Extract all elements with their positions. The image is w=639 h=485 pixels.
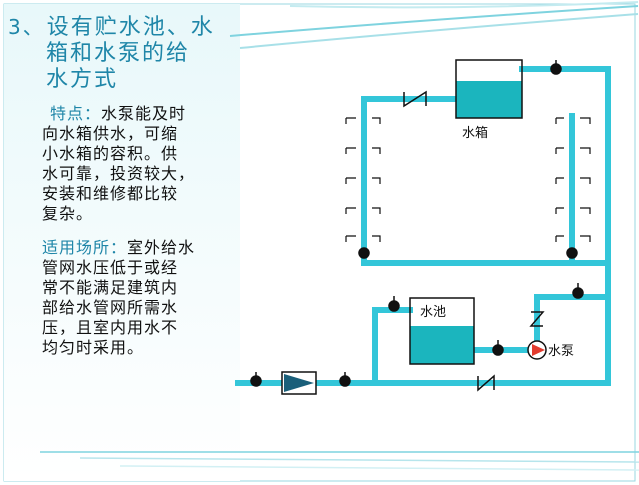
- scope-label: 适用场所：: [42, 238, 128, 257]
- features-label: 特点：: [50, 104, 102, 123]
- pump-label: 水泵: [548, 344, 574, 359]
- valve-pool-inlet-icon: [388, 296, 400, 312]
- title-number: 3、: [8, 15, 45, 39]
- faucet-icon: [345, 177, 381, 184]
- faucet-icon: [555, 207, 591, 214]
- check-valve-bypass-icon: [477, 374, 495, 392]
- water-pool: 水池: [409, 297, 475, 365]
- faucets-right-riser: [555, 117, 591, 242]
- check-valve-pump-icon: [529, 311, 545, 327]
- faucet-icon: [555, 147, 591, 154]
- valve-inner-riser-icon: [566, 247, 578, 259]
- faucet-icon: [555, 235, 591, 242]
- tank-label: 水箱: [462, 125, 488, 141]
- faucets-left-riser: [345, 117, 381, 242]
- features-line-6: 复杂。: [42, 204, 94, 223]
- scope-line-4: 部给水管网所需水: [42, 298, 179, 317]
- features-line-1: 水泵能及时: [101, 104, 187, 123]
- features-line-3: 小水箱的容积。供: [42, 144, 179, 163]
- water-tank: 水箱: [455, 59, 523, 141]
- decor-bottom-line-2: [79, 457, 639, 463]
- faucet-icon: [555, 117, 591, 124]
- pool-water: [410, 326, 474, 364]
- decor-bottom-line-3: [119, 465, 639, 471]
- faucet-icon: [345, 235, 381, 242]
- pump: 水泵: [527, 340, 574, 360]
- scope-line-2: 管网水压低于或经: [42, 258, 179, 277]
- features-line-2: 向水箱供水，可缩: [42, 124, 179, 143]
- pump-impeller: [532, 344, 545, 356]
- pool-label: 水池: [420, 305, 446, 320]
- check-valve-top-icon: [403, 90, 427, 108]
- valve-tank-outlet-icon: [550, 60, 562, 75]
- scope-line-6: 均匀时采用。: [42, 338, 145, 357]
- decor-curve-3: [289, 1, 639, 9]
- faucet-icon: [345, 207, 381, 214]
- faucet-icon: [345, 117, 381, 124]
- gate-valves: [250, 60, 584, 387]
- valve-left-riser-icon: [358, 247, 370, 259]
- title-line-2: 箱和水泵的给: [46, 41, 191, 66]
- valve-pump-top-icon: [572, 283, 584, 299]
- scope-paragraph: 适用场所：室外给水 管网水压低于或经 常不能满足建筑内 部给水管网所需水 压，且…: [42, 238, 232, 358]
- tank-outline: [455, 59, 523, 119]
- title-line-1: 设有贮水池、水: [46, 15, 215, 40]
- scope-line-5: 压，且室内用水不: [42, 318, 179, 337]
- tank-water: [456, 81, 522, 118]
- decor-curve-1: [229, 5, 639, 37]
- scope-line-1: 室外给水: [127, 238, 196, 257]
- check-valves: [403, 90, 545, 392]
- water-meter: [281, 371, 317, 395]
- pool-outline: [409, 297, 475, 365]
- title-line-3: 水方式: [46, 67, 119, 92]
- decor-curve-2: [239, 13, 639, 49]
- features-line-5: 安装和维修都比较: [42, 184, 179, 203]
- features-line-4: 水可靠，投资较大，: [42, 164, 196, 183]
- slide-title: 3、设有贮水池、水 箱和水泵的给 水方式: [8, 14, 238, 93]
- faucets: [345, 117, 591, 242]
- valve-main-left-icon: [250, 372, 262, 387]
- scope-line-3: 常不能满足建筑内: [42, 278, 179, 297]
- valve-main-right-icon: [339, 372, 351, 387]
- faucet-icon: [345, 147, 381, 154]
- valve-pool-outlet-icon: [492, 340, 504, 356]
- features-paragraph: 特点：水泵能及时 向水箱供水，可缩 小水箱的容积。供 水可靠，投资较大， 安装和…: [42, 104, 232, 224]
- meter-arrow-icon: [284, 374, 314, 392]
- faucet-icon: [555, 177, 591, 184]
- text-panel: 3、设有贮水池、水 箱和水泵的给 水方式 特点：水泵能及时 向水箱供水，可缩 小…: [0, 0, 240, 485]
